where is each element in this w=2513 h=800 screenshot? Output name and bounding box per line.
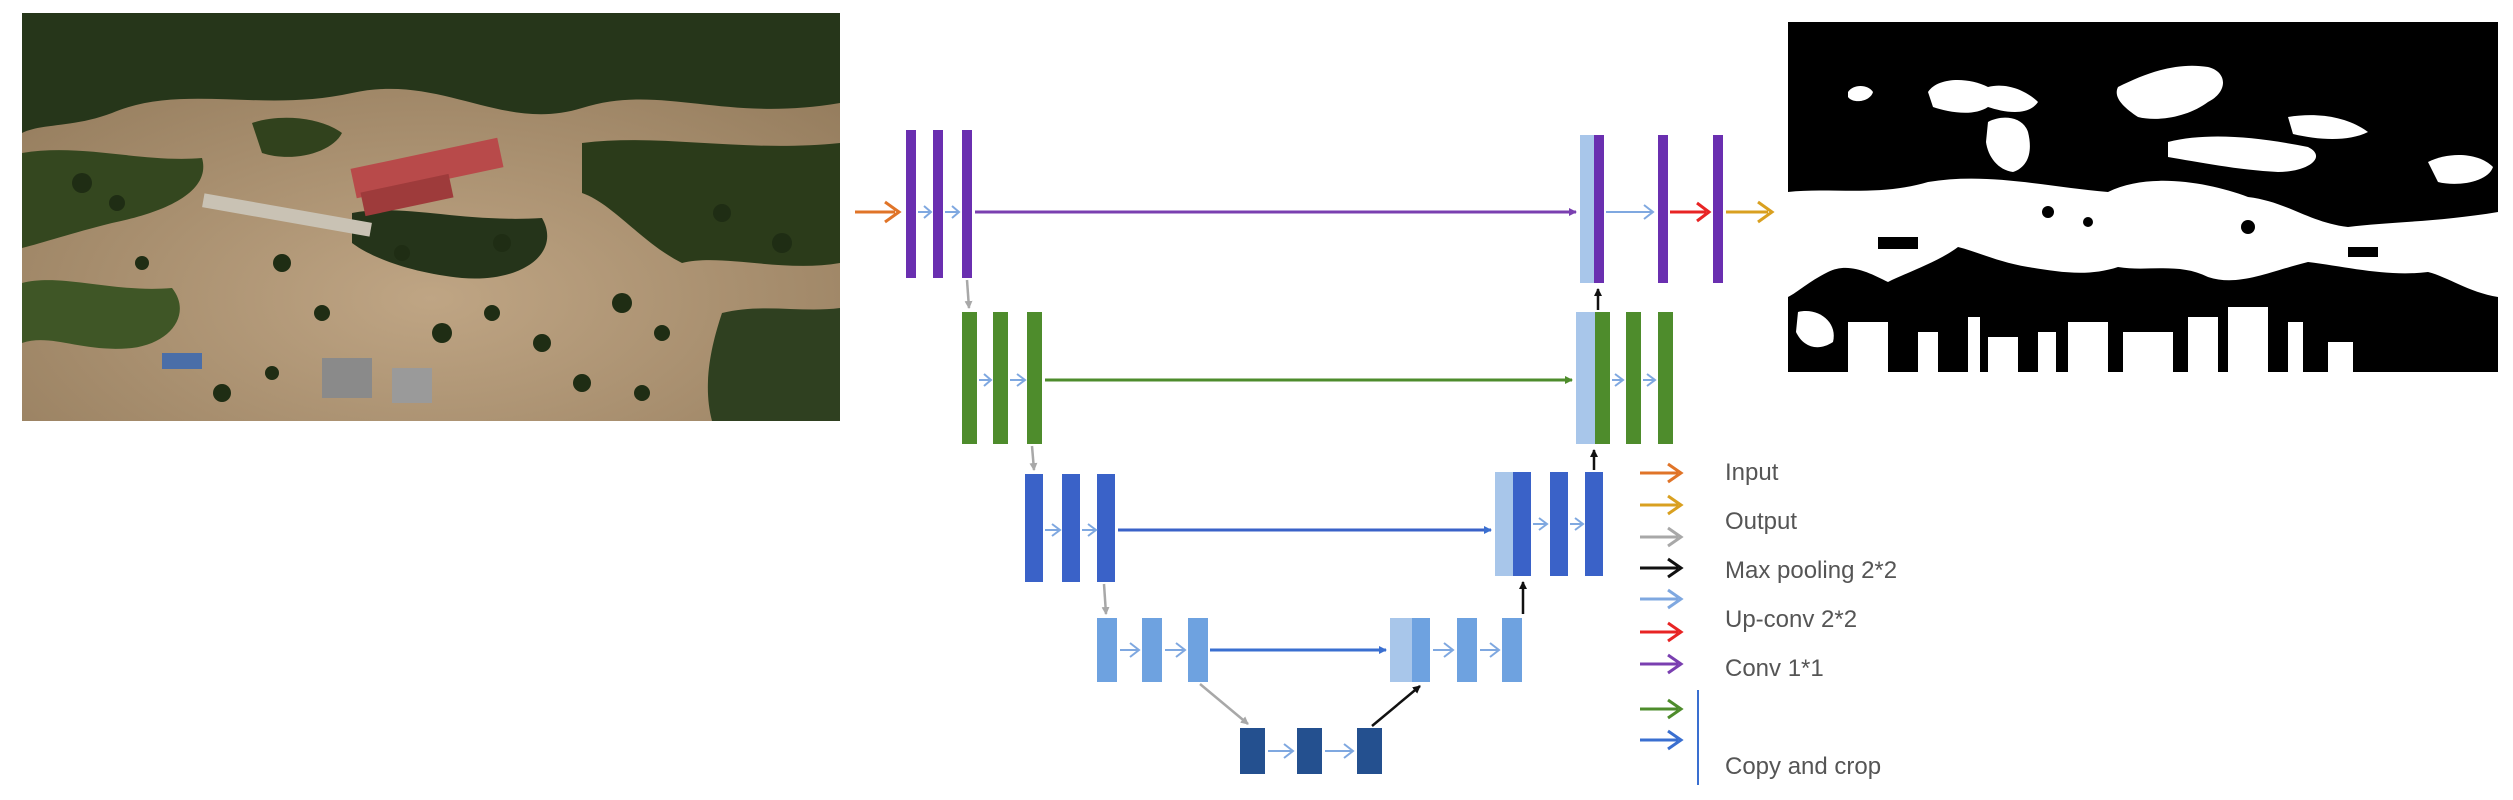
decoder-level-3 xyxy=(1495,472,1603,576)
decoder-level-1 xyxy=(1580,135,1723,283)
legend-arrow-3 xyxy=(1640,526,1684,548)
legend-label-up-conv: Up-conv 2*2 xyxy=(1725,606,1858,633)
encoder-level-4 xyxy=(1097,618,1208,682)
aerial-flood-photo-graphic xyxy=(22,13,840,421)
legend-arrow-8 xyxy=(1640,698,1684,720)
up-conv-arrows xyxy=(1371,288,1602,727)
legend-arrow-1 xyxy=(1640,462,1684,484)
decoder-level-4 xyxy=(1390,618,1522,682)
legend-label-conv-3x3: Conv 1*1 xyxy=(1725,655,1824,682)
decoder-level-2 xyxy=(1576,312,1673,444)
legend-label-copy-and-crop: Copy and crop xyxy=(1725,753,1882,780)
flood-segmentation-mask xyxy=(1788,22,2498,372)
legend-arrows xyxy=(1640,462,1684,751)
flood-segmentation-mask-graphic xyxy=(1788,22,2498,372)
conv-arrows xyxy=(918,204,1657,759)
legend-label-input: Input xyxy=(1725,459,1779,486)
encoder-level-2 xyxy=(962,312,1042,444)
legend-arrow-4 xyxy=(1640,557,1684,579)
input-arrow xyxy=(855,200,902,224)
encoder-level-3 xyxy=(1025,474,1115,582)
legend-arrow-7 xyxy=(1640,653,1684,675)
encoder-level-1 xyxy=(906,130,972,278)
legend-arrow-9 xyxy=(1640,729,1684,751)
output-arrows xyxy=(1670,200,1775,224)
aerial-flood-photo xyxy=(22,13,840,421)
max-pool-arrows xyxy=(964,279,1249,725)
legend-arrow-5 xyxy=(1640,588,1684,610)
legend-arrow-2 xyxy=(1640,494,1684,516)
legend-label-output: Output xyxy=(1725,508,1798,535)
bottleneck-level xyxy=(1240,728,1382,774)
legend-arrow-6 xyxy=(1640,621,1684,643)
legend-label-max-pooling: Max pooling 2*2 xyxy=(1725,557,1898,584)
